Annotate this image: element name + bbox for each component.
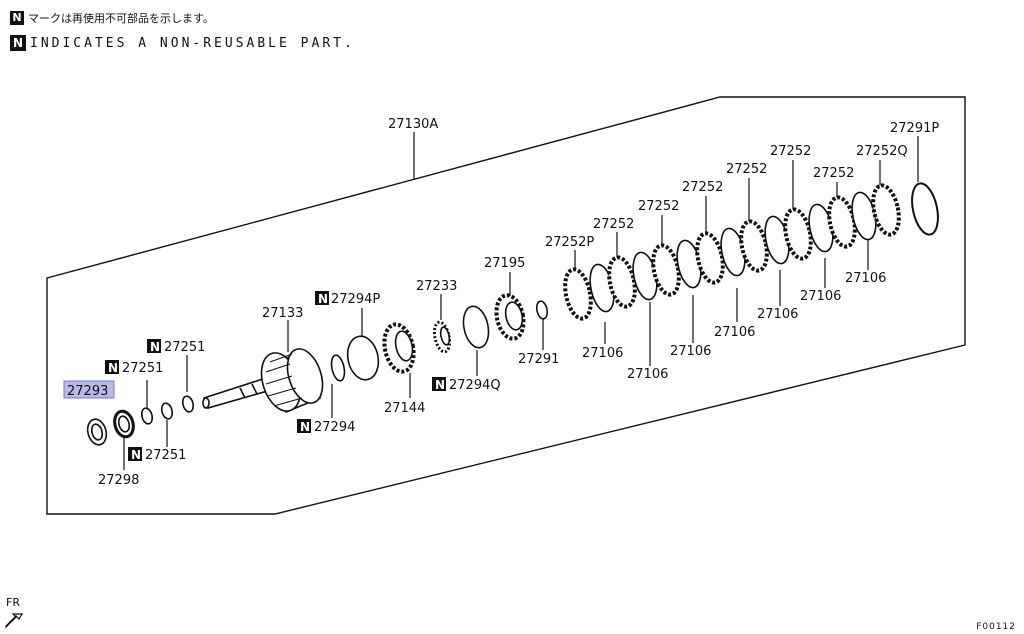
- svg-text:N: N: [131, 448, 141, 462]
- nonreusable-label-27251-a: N: [147, 339, 161, 354]
- part-labels: 27130A 27133 27293 27298 N 27251 N 27251…: [63, 117, 939, 488]
- parts-drawings: [86, 182, 939, 446]
- label-27130A: 27130A: [388, 117, 438, 132]
- label-27252P: 27252P: [545, 235, 594, 250]
- label-27294Q: 27294Q: [449, 378, 501, 393]
- seal-27294Q: [462, 305, 490, 349]
- label-27106-3: 27106: [670, 344, 711, 359]
- svg-text:N: N: [150, 340, 160, 354]
- diagram-code: F00112: [976, 622, 1016, 632]
- snap-ring-27251-b: [160, 402, 174, 420]
- label-27291P: 27291P: [890, 121, 939, 136]
- assembly-boundary: [46, 96, 966, 515]
- nonreusable-label-27294: N: [297, 419, 311, 434]
- nonreusable-label-27294Q: N: [432, 377, 446, 392]
- label-27252-6: 27252: [813, 166, 854, 181]
- snap-ring-27291P: [911, 182, 939, 236]
- leader-lines: [123, 132, 919, 470]
- label-27293: 27293: [67, 384, 108, 399]
- non-reusable-badge: N: [10, 11, 24, 25]
- label-27294P: 27294P: [331, 292, 380, 307]
- notice-japanese: N マークは再使用不可部品を示します。: [10, 10, 214, 26]
- clutch-pack: [563, 183, 901, 321]
- svg-text:N: N: [108, 361, 118, 375]
- nonreusable-label-27251-b: N: [105, 360, 119, 375]
- label-27294: 27294: [314, 420, 355, 435]
- label-27106-7: 27106: [845, 271, 886, 286]
- label-27106-4: 27106: [714, 325, 755, 340]
- seal-27294P: [346, 335, 380, 381]
- non-reusable-badge: N: [10, 35, 26, 51]
- label-27195: 27195: [484, 256, 525, 271]
- snap-ring-27291: [535, 300, 549, 320]
- label-27252-3: 27252: [682, 180, 723, 195]
- label-27133: 27133: [262, 306, 303, 321]
- notice-japanese-text: マークは再使用不可部品を示します。: [28, 12, 214, 25]
- nonreusable-label-27294P: N: [315, 291, 329, 306]
- label-27298: 27298: [98, 473, 139, 488]
- label-27106-2: 27106: [627, 367, 668, 382]
- svg-text:N: N: [435, 378, 445, 392]
- svg-text:N: N: [318, 292, 328, 306]
- label-27252Q: 27252Q: [856, 144, 908, 159]
- svg-text:N: N: [300, 420, 310, 434]
- front-direction-arrow-icon: [5, 613, 24, 629]
- label-27106-1: 27106: [582, 346, 623, 361]
- label-27251-c: 27251: [145, 448, 186, 463]
- label-27252-2: 27252: [638, 199, 679, 214]
- label-27252-4: 27252: [726, 162, 767, 177]
- nonreusable-label-27251-c: N: [128, 447, 142, 462]
- label-27144: 27144: [384, 401, 425, 416]
- snap-ring-27251-c: [181, 395, 195, 413]
- front-direction-label: FR: [6, 596, 20, 609]
- label-27233: 27233: [416, 279, 457, 294]
- highlight-27293: [63, 380, 115, 399]
- snap-ring-27251-a: [140, 407, 154, 425]
- notice-english: N INDICATES A NON-REUSABLE PART.: [10, 35, 355, 51]
- notice-english-text: INDICATES A NON-REUSABLE PART.: [30, 35, 355, 51]
- label-27251-b: 27251: [122, 361, 163, 376]
- label-27291: 27291: [518, 352, 559, 367]
- label-27106-5: 27106: [757, 307, 798, 322]
- label-27106-6: 27106: [800, 289, 841, 304]
- label-27251-a: 27251: [164, 340, 205, 355]
- label-27252-5: 27252: [770, 144, 811, 159]
- label-27252-1: 27252: [593, 217, 634, 232]
- seal-27294: [330, 354, 346, 382]
